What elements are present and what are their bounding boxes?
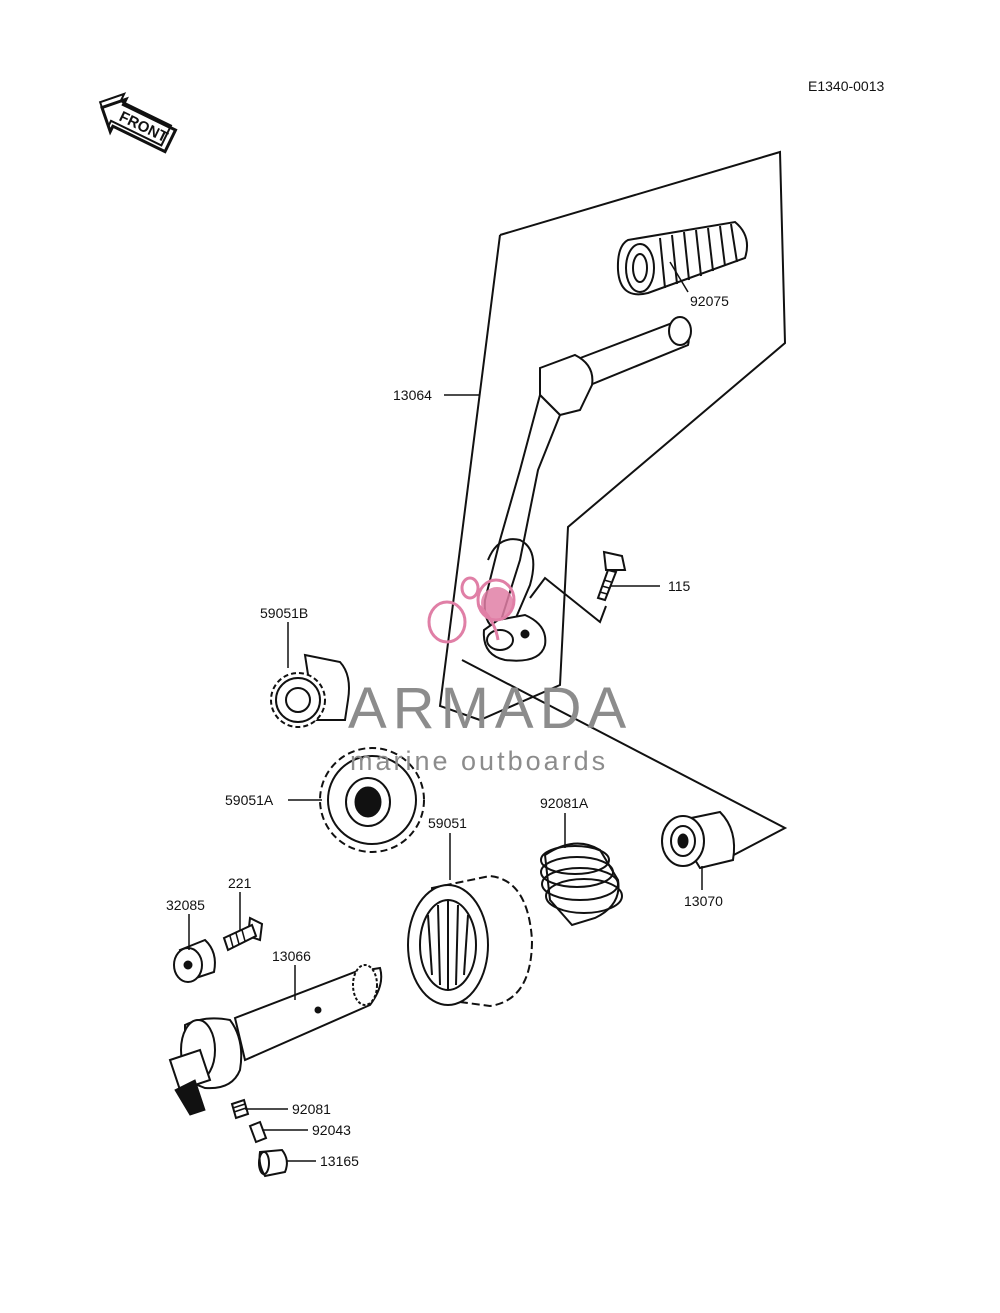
watermark: ARMADA marine outboards [348, 576, 632, 776]
bolt-115 [596, 550, 627, 602]
spring-92081a [540, 842, 623, 927]
gear-59051b [270, 653, 350, 728]
label-221: 221 [228, 875, 252, 891]
label-13165: 13165 [320, 1153, 359, 1169]
collar-13070 [661, 810, 736, 870]
part-labels: 92075 13064 115 59051B 59051A 59051 9208… [166, 293, 729, 1169]
label-13064: 13064 [393, 387, 432, 403]
label-13070: 13070 [684, 893, 723, 909]
label-59051a: 59051A [225, 792, 274, 808]
plunger-13165 [258, 1148, 288, 1178]
figure-code: E1340-0013 [808, 78, 885, 94]
leader-115-zigzag [529, 576, 607, 624]
label-115: 115 [668, 578, 691, 594]
watermark-title: ARMADA [348, 676, 632, 741]
watermark-subtitle: marine outboards [350, 746, 608, 776]
label-92075: 92075 [690, 293, 729, 309]
label-92081: 92081 [292, 1101, 331, 1117]
pin-92043 [248, 1120, 268, 1144]
label-59051b: 59051B [260, 605, 308, 621]
propeller-logo-icon [427, 576, 516, 644]
cap-32085 [173, 938, 216, 983]
label-59051: 59051 [428, 815, 467, 831]
gear-59051 [407, 874, 534, 1008]
leader-lines [188, 261, 703, 1162]
leader-13070-bracket [461, 659, 788, 859]
label-92043: 92043 [312, 1122, 351, 1138]
assembly-outline [438, 150, 787, 722]
bolt-221 [222, 916, 264, 952]
label-32085: 32085 [166, 897, 205, 913]
propeller-hub-icon [481, 587, 513, 619]
kick-shaft-13066 [168, 964, 383, 1116]
label-92081a: 92081A [540, 795, 589, 811]
spring-92081 [230, 1098, 250, 1120]
gear-59051a [319, 747, 425, 853]
label-13066: 13066 [272, 948, 311, 964]
kick-pedal-lever [482, 316, 692, 662]
front-arrow-icon: FRONT [98, 92, 178, 154]
pedal-rubber [616, 220, 748, 296]
